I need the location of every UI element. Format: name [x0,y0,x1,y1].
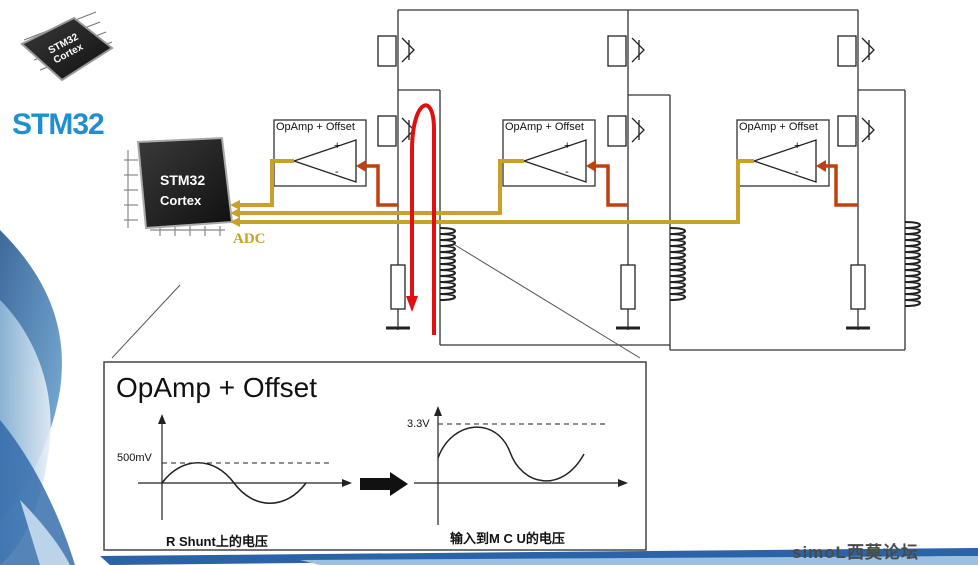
chip-large [124,136,234,236]
chip-large-label: STM32 Cortex [160,170,205,211]
left-plot-caption: R Shunt上的电压 [166,534,268,549]
bottom-stripe [100,548,978,565]
chip-large-line1: STM32 [160,172,206,188]
transform-arrow-icon [360,472,408,496]
chip-large-line2: Cortex [160,193,202,208]
opamp-minus-3: - [795,166,799,178]
adc-bus [238,159,754,224]
opamp-minus-2: - [565,166,569,178]
opamp-label-1: OpAmp + Offset [276,121,355,133]
opamp-label-2: OpAmp + Offset [505,121,584,133]
opamp-plus-1: + [334,140,341,152]
feedback-arrow-icon [356,160,826,172]
inset-title: OpAmp + Offset [116,372,318,403]
opamp-plus-3: + [794,140,801,152]
right-level-label: 3.3V [407,418,430,430]
opamp-symbol [291,139,817,183]
opamp-plus-2: + [564,140,571,152]
watermark: simoL西莫论坛 [792,543,920,562]
inset-panel [103,361,647,551]
opamp-label-3: OpAmp + Offset [739,121,818,133]
feedback-wire [364,164,858,207]
adc-arrow-icon [230,200,240,227]
opamp-minus-1: - [335,166,339,178]
decorative-ribbon [0,230,75,565]
motor-winding [439,221,921,307]
chip-small [20,11,114,82]
left-plot [138,414,352,520]
right-plot [414,406,628,525]
left-level-label: 500mV [117,452,152,464]
igbt-icon [377,35,875,147]
shunt-resistor [390,264,866,310]
right-plot-caption: 输入到M C U的电压 [450,531,565,546]
stm32-logo: STM32 [12,108,105,141]
power-stage-wiring [273,9,906,351]
current-flow-arrow [410,103,436,335]
adc-label: ADC [233,231,266,247]
current-arrow-head-icon [406,296,418,312]
zoom-callout-line [111,244,641,359]
